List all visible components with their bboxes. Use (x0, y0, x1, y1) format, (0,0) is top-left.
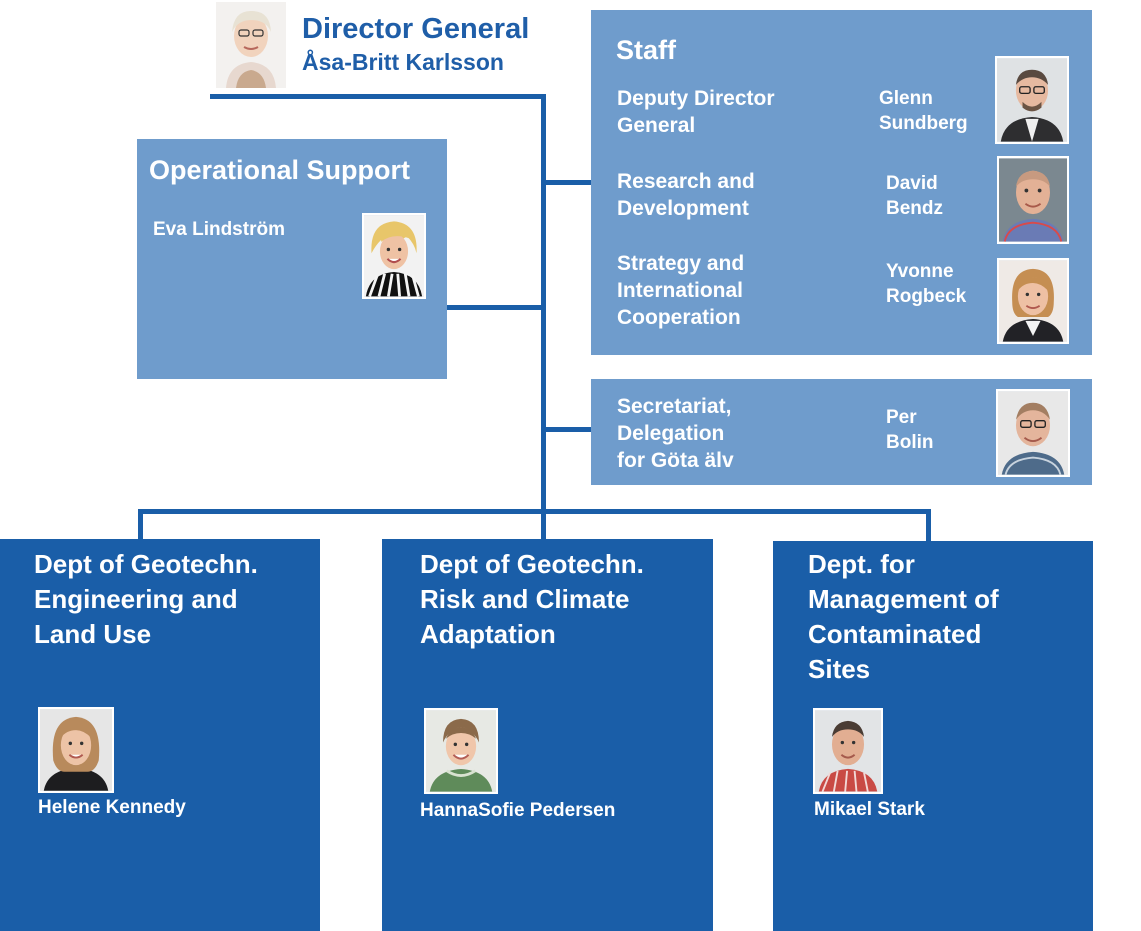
department-title-3: Dept. for Management of Contaminated Sit… (808, 549, 999, 684)
person-photo-icon (364, 215, 424, 297)
department-person-1: Helene Kennedy (38, 797, 186, 818)
staff-person-yvonne-rogbeck: Yvonne Rogbeck (886, 261, 967, 307)
staff-person-david-bendz: David Bendz (886, 173, 943, 219)
connector-secretariat (541, 427, 593, 432)
staff-unit-research-development: Research and Development (617, 170, 755, 220)
person-photo-icon (216, 2, 286, 88)
secretariat-box: Secretariat, Delegation for Göta älv Per… (591, 379, 1092, 485)
person-photo-icon (998, 391, 1068, 475)
staff-photo-glenn-sundberg (995, 56, 1069, 144)
connector-departments-horizontal (138, 509, 931, 514)
person-photo-icon (999, 158, 1067, 242)
department-title-1: Dept of Geotechn. Engineering and Land U… (34, 549, 258, 649)
person-photo-icon (999, 260, 1067, 342)
staff-photo-david-bendz (997, 156, 1069, 244)
department-person-2: HannaSofie Pedersen (420, 800, 616, 821)
connector-dept-3 (926, 509, 931, 543)
connector-staff (541, 180, 593, 185)
staff-person-glenn-sundberg: Glenn Sundberg (879, 88, 968, 134)
person-photo-icon (40, 709, 112, 791)
department-photo-hannasofie-pedersen (424, 708, 498, 794)
person-photo-icon (997, 58, 1067, 142)
department-box-1: Dept of Geotechn. Engineering and Land U… (0, 539, 320, 931)
operational-support-heading: Operational Support (149, 155, 411, 185)
department-photo-mikael-stark (813, 708, 883, 794)
secretariat-photo-per-bolin (996, 389, 1070, 477)
department-title-2: Dept of Geotechn. Risk and Climate Adapt… (420, 549, 644, 649)
connector-trunk-vertical (541, 94, 546, 539)
connector-dept-1 (138, 509, 143, 541)
staff-photo-yvonne-rogbeck (997, 258, 1069, 344)
operational-person-eva-lindstrom: Eva Lindström (153, 219, 285, 240)
department-box-2: Dept of Geotechn. Risk and Climate Adapt… (382, 539, 713, 931)
operational-photo-eva-lindstrom (362, 213, 426, 299)
connector-operational (446, 305, 546, 310)
director-title: Director General (302, 13, 530, 45)
secretariat-label: Secretariat, Delegation for Göta älv (617, 395, 734, 472)
staff-box: Staff Deputy Director General Glenn Sund… (591, 10, 1092, 355)
secretariat-person-per-bolin: Per Bolin (886, 407, 934, 453)
department-box-3: Dept. for Management of Contaminated Sit… (773, 541, 1093, 931)
connector-dg-horizontal (210, 94, 546, 99)
staff-heading: Staff (616, 35, 676, 65)
staff-unit-strategy-international: Strategy and International Cooperation (617, 252, 745, 329)
staff-unit-deputy-director: Deputy Director General (617, 87, 775, 137)
director-name: Åsa-Britt Karlsson (302, 49, 504, 75)
operational-support-box: Operational Support Eva Lindström (137, 139, 447, 379)
person-photo-icon (815, 710, 881, 792)
department-person-3: Mikael Stark (814, 799, 925, 820)
person-photo-icon (426, 710, 496, 792)
director-photo (216, 2, 286, 88)
department-photo-helene-kennedy (38, 707, 114, 793)
